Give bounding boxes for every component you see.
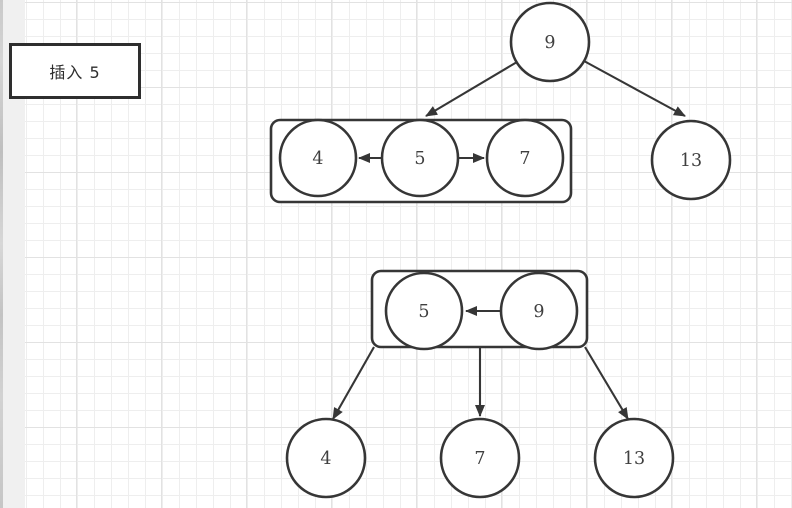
node-root-before-label: 9 (544, 33, 555, 53)
edge-group-to-4[interactable] (332, 346, 375, 420)
node-13-before-label: 13 (680, 151, 702, 171)
node-4-after[interactable] (285, 417, 367, 499)
edge-root-to-13[interactable] (583, 60, 686, 117)
window-edge-strip (0, 0, 3, 508)
node-4-after-label: 4 (320, 449, 331, 469)
node-5-after-label: 5 (418, 302, 429, 322)
node-13-after[interactable] (593, 417, 675, 499)
node-5-before-label: 5 (414, 149, 425, 169)
node-7-after-label: 7 (474, 449, 485, 469)
node-9-after-label: 9 (533, 302, 544, 322)
insert-label-box[interactable]: 插入 5 (9, 43, 141, 99)
node-5-after[interactable] (384, 271, 464, 351)
node-7-after[interactable] (439, 417, 521, 499)
node-4-before[interactable] (278, 118, 358, 198)
edge-root-to-group[interactable] (425, 61, 518, 117)
node-13-after-label: 13 (623, 449, 645, 469)
insert-label-text: 插入 5 (49, 63, 101, 82)
node-7-before[interactable] (485, 118, 565, 198)
node-4-before-label: 4 (312, 149, 323, 169)
edge-group-to-13[interactable] (584, 346, 629, 420)
node-root-before[interactable] (509, 1, 591, 83)
node-7-before-label: 7 (519, 149, 530, 169)
canvas-left-margin (3, 0, 25, 508)
node-13-before[interactable] (650, 119, 732, 201)
